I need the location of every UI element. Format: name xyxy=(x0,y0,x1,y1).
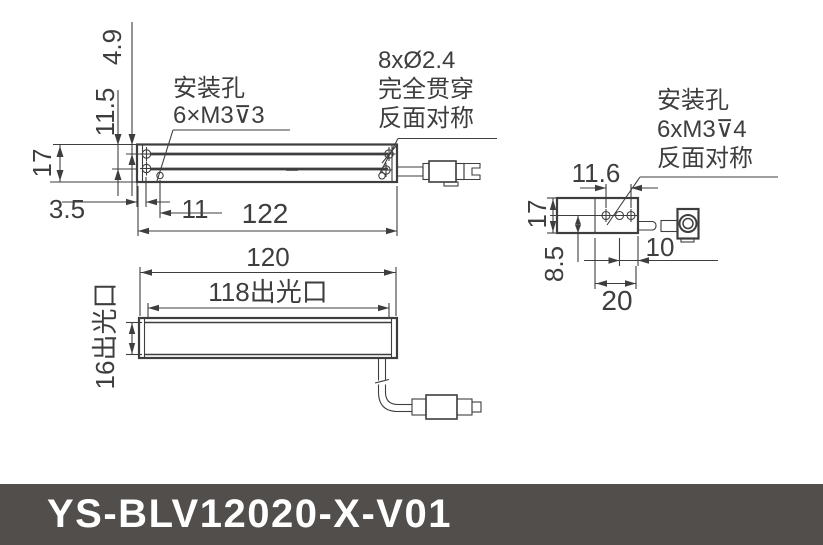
dim-11-5: 11.5 xyxy=(90,88,120,137)
side-view xyxy=(135,143,481,187)
front-view xyxy=(137,316,482,420)
dim-3-5: 3.5 xyxy=(49,194,85,224)
dimension-arrowheads xyxy=(56,134,649,354)
note-end-line3: 反面对称 xyxy=(657,145,753,172)
dim-10: 10 xyxy=(646,232,675,262)
technical-drawing: 4.9 11.5 17 3.5 11 122 安装孔 6×M3⊽3 8xØ2.4… xyxy=(27,22,778,420)
dim-8-5: 8.5 xyxy=(539,246,569,282)
note-end-line2: 6xM3⊽4 xyxy=(657,116,747,143)
dim-16: 16出光口 xyxy=(90,283,120,390)
end-view xyxy=(550,196,700,243)
dim-17-end: 17 xyxy=(522,200,552,229)
dim-11-6: 11.6 xyxy=(572,158,621,188)
model-banner: YS-BLV12020-X-V01 xyxy=(0,484,823,545)
dim-122: 122 xyxy=(242,198,289,229)
note-end-line1: 安装孔 xyxy=(657,87,729,114)
note-mounting-line1: 安装孔 xyxy=(173,75,245,102)
dim-118: 118出光口 xyxy=(208,277,327,307)
dim-4-9: 4.9 xyxy=(97,29,127,65)
drawing-labels: 4.9 11.5 17 3.5 11 122 安装孔 6×M3⊽3 8xØ2.4… xyxy=(27,29,753,390)
dim-17-side: 17 xyxy=(27,149,57,178)
dim-20: 20 xyxy=(601,285,632,316)
note-mounting-line2: 6×M3⊽3 xyxy=(173,102,265,129)
dim-120: 120 xyxy=(246,242,289,272)
note-through-line1: 8xØ2.4 xyxy=(378,47,455,74)
model-number: YS-BLV12020-X-V01 xyxy=(47,492,452,536)
note-through-line3: 反面对称 xyxy=(378,105,474,132)
dim-11: 11 xyxy=(182,194,209,224)
note-through-line2: 完全贯穿 xyxy=(378,76,474,103)
